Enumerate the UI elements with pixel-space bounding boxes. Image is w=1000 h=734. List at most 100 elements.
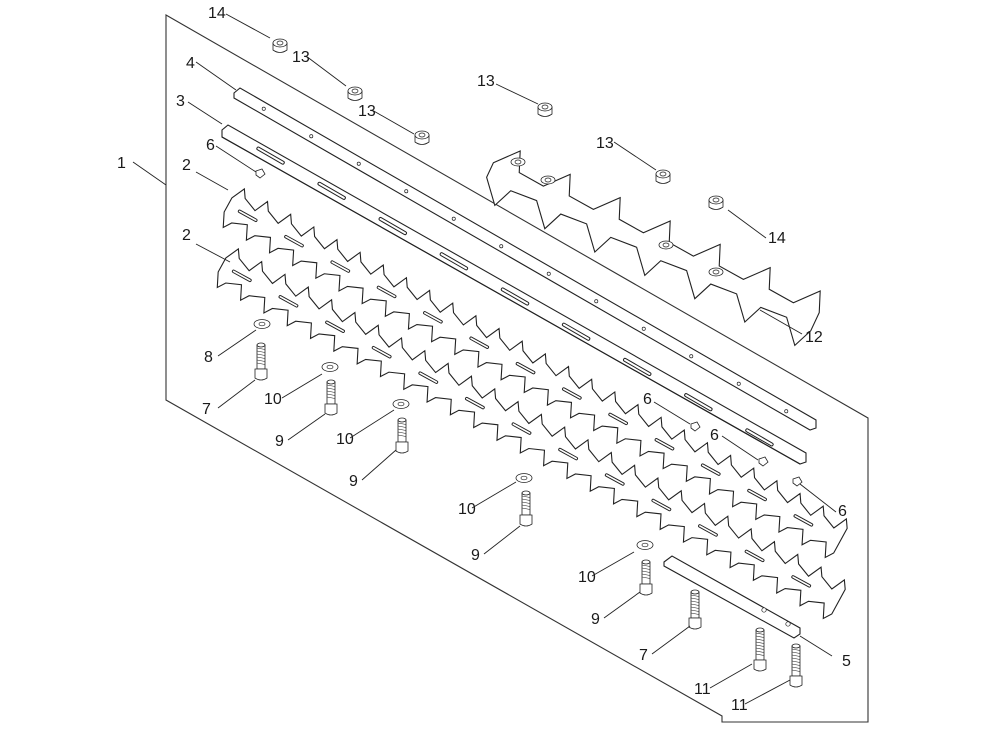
leader-line	[613, 141, 657, 171]
nut-6-c	[758, 456, 769, 467]
blade-slot-inner	[470, 337, 489, 348]
bolt-11-b-thread	[791, 654, 801, 657]
bolt-7-a-thread	[256, 359, 266, 362]
hole	[689, 354, 694, 359]
bolt-7-b-thread	[690, 594, 700, 597]
leader-line	[799, 483, 837, 513]
blade-slot-inner	[372, 346, 391, 358]
part-2-lower-cutter-blade	[216, 247, 846, 620]
callout-13-d: 13	[596, 135, 614, 152]
bolt-7-a-tip	[256, 342, 266, 348]
bolt-9-b-thread	[397, 425, 407, 428]
callout-10-b: 10	[336, 431, 354, 448]
bolt-7-a-thread	[256, 347, 266, 350]
leader-line	[744, 679, 791, 705]
bolt-11-b-thread	[791, 657, 801, 660]
bolt-11-a-thread	[755, 653, 765, 656]
callout-11-b: 11	[731, 697, 748, 714]
bolt-9-d-head	[639, 583, 653, 596]
leader-line	[281, 373, 323, 399]
leader-line	[217, 329, 257, 357]
leader-line	[225, 13, 271, 39]
hole	[499, 244, 504, 249]
leader-line	[132, 161, 167, 186]
boss-hole	[514, 159, 522, 165]
bolt-9-a-thread	[326, 384, 336, 387]
blade-slot-inner	[699, 525, 717, 536]
blade-slot-inner	[232, 270, 251, 282]
bolt-9-c-thread	[521, 495, 531, 498]
leader-line	[215, 145, 257, 173]
callout-7-right: 7	[639, 647, 648, 664]
leader-line	[727, 209, 767, 239]
assembly-frame	[165, 14, 869, 723]
bolt-11-a-thread	[755, 644, 765, 647]
blade-slot-inner	[745, 550, 764, 562]
callout-4: 4	[186, 55, 195, 72]
bolt-11-b-thread	[791, 651, 801, 654]
callout-9-c: 9	[471, 547, 480, 564]
bolt-11-b-head	[789, 675, 803, 688]
leader-line	[483, 525, 521, 555]
hole	[451, 216, 456, 221]
part-5-plate	[663, 555, 801, 639]
bolt-9-b-thread	[397, 428, 407, 431]
leader-line	[195, 243, 231, 263]
leader-line	[195, 61, 237, 91]
callout-3: 3	[176, 93, 185, 110]
callout-6-right: 6	[838, 503, 847, 520]
bolt-9-d-thread	[641, 573, 651, 576]
slot-inner	[379, 218, 406, 235]
blade-slot-inner	[559, 448, 578, 460]
slot-inner	[624, 358, 651, 375]
hole	[404, 189, 409, 194]
callout-8: 8	[204, 349, 213, 366]
bolt-9-d-tip	[641, 559, 651, 565]
leader-line	[603, 591, 641, 619]
bolt-11-a-thread	[755, 650, 765, 653]
callout-14-a: 14	[208, 5, 226, 22]
nut-13-c-hole	[541, 104, 549, 110]
part-12-top-blade	[486, 150, 821, 347]
callout-13-b: 13	[358, 103, 376, 120]
bolt-9-c-thread	[521, 498, 531, 501]
blade-slot-inner	[238, 210, 257, 222]
slot-inner	[440, 253, 468, 270]
top-blade-body	[486, 150, 821, 347]
blade-slot-inner	[609, 413, 628, 425]
leader-line	[709, 663, 753, 689]
bolt-11-a-thread	[755, 641, 765, 644]
bolt-11-a-thread	[755, 647, 765, 650]
bolt-9-b-head	[395, 441, 409, 454]
callout-2-lower: 2	[182, 227, 191, 244]
blade-slot-inner	[465, 397, 484, 409]
boss-hole	[662, 242, 670, 248]
leader-line	[651, 625, 691, 655]
bolt-7-b-thread	[690, 606, 700, 609]
blade-slot-inner	[794, 515, 813, 526]
callout-6-top: 6	[206, 137, 215, 154]
slot-inner	[318, 182, 345, 199]
bolt-11-b-thread	[791, 666, 801, 669]
callout-7-left: 7	[202, 401, 211, 418]
leader-line	[305, 55, 347, 87]
hole	[309, 134, 314, 139]
blade-slot-inner	[792, 576, 811, 587]
bolt-7-b-thread	[690, 609, 700, 612]
hole	[736, 381, 741, 386]
bolt-9-d-thread	[641, 567, 651, 570]
washer-8-hole	[258, 321, 266, 327]
bolt-9-b-tip	[397, 417, 407, 423]
bolt-9-b-thread	[397, 422, 407, 425]
bolt-9-c-thread	[521, 504, 531, 507]
blade-slot-inner	[279, 296, 298, 307]
slot-inner	[257, 147, 284, 164]
hole	[784, 409, 789, 414]
leader-line	[371, 109, 415, 135]
hole	[641, 326, 646, 331]
bolt-9-a-thread	[326, 390, 336, 393]
blade-slot-inner	[652, 499, 671, 511]
callout-13-c: 13	[477, 73, 495, 90]
callout-10-d: 10	[578, 569, 596, 586]
